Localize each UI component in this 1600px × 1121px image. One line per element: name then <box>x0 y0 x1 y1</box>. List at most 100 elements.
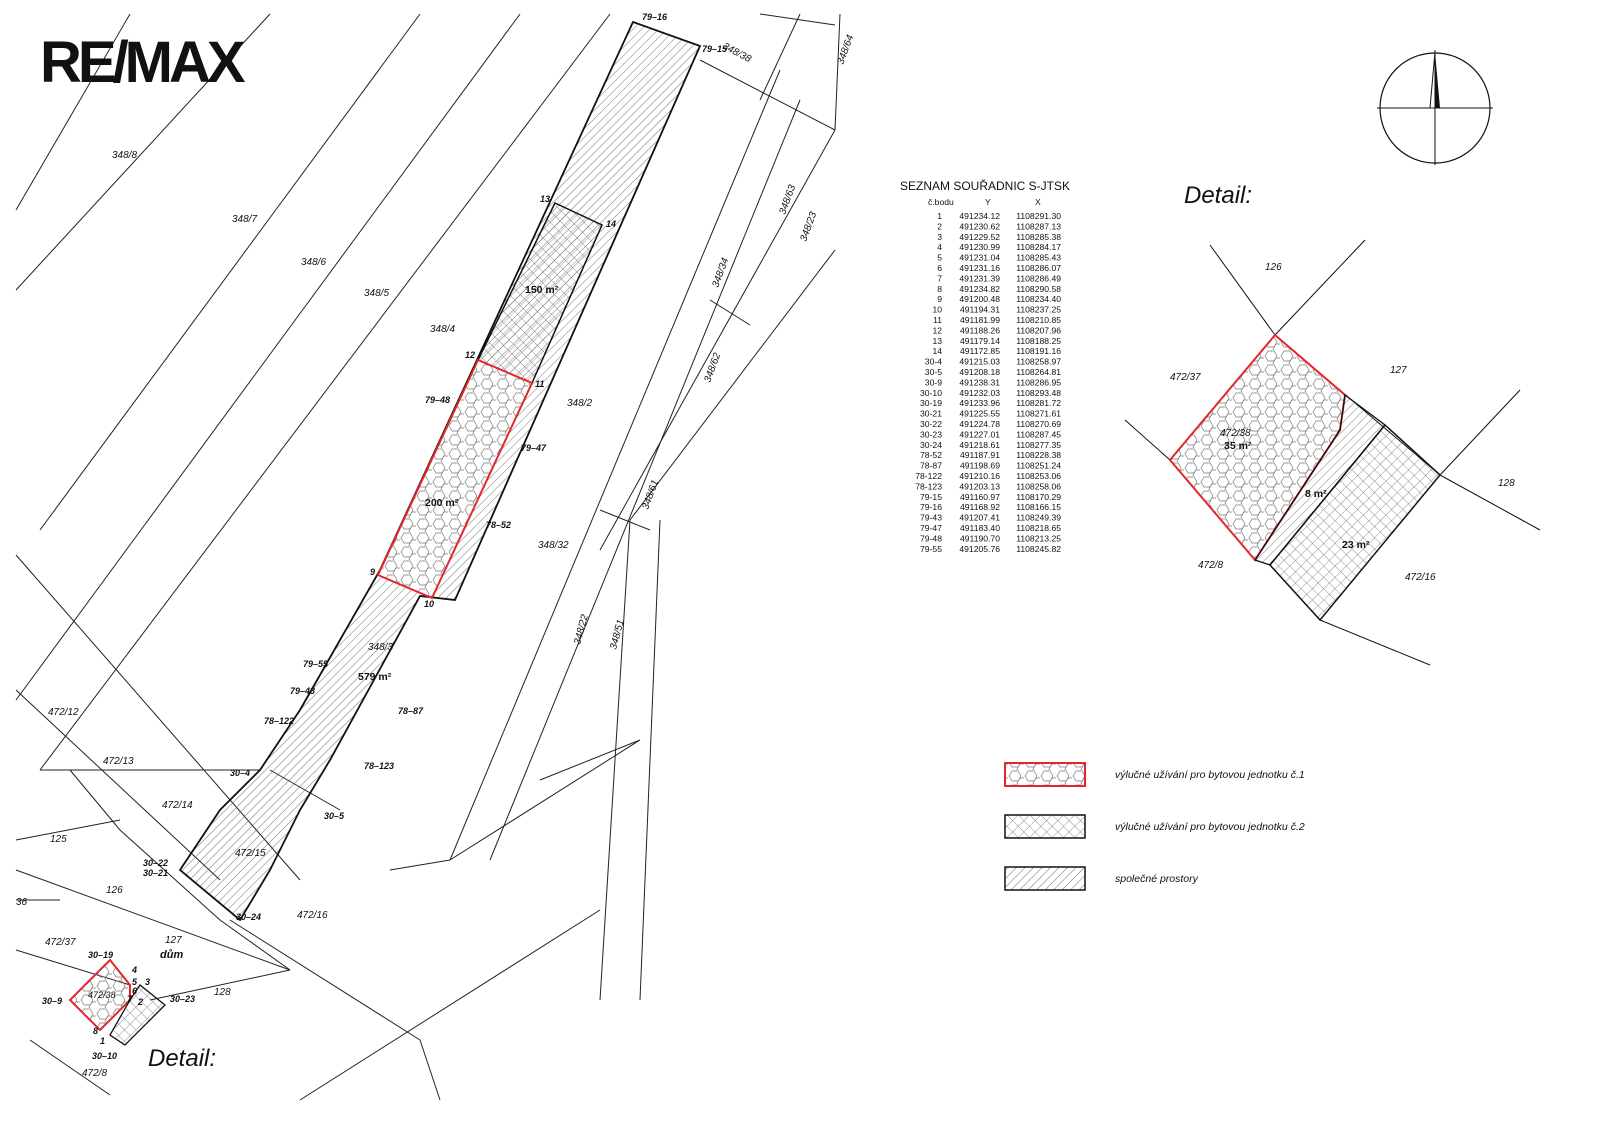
table-cell: 30-10 <box>920 388 942 398</box>
unit2-small[interactable] <box>109 984 166 1046</box>
point-label: 3 <box>145 977 150 987</box>
table-cell: 491198.69 <box>960 461 1000 471</box>
table-cell: 491218.61 <box>959 440 1000 450</box>
point-label: 30–10 <box>92 1051 117 1061</box>
table-cell: 79-15 <box>920 492 942 502</box>
table-cell: 491194.31 <box>960 305 1000 315</box>
table-cell: 491233.96 <box>959 398 1000 408</box>
table-title: SEZNAM SOUŘADNIC S-JTSK <box>900 178 1070 193</box>
detail-parcel-label: 127 <box>1390 365 1407 376</box>
table-cell: 491234.82 <box>959 284 1000 294</box>
point-label: 5 <box>132 977 138 987</box>
table-cell: 1108218.65 <box>1016 523 1061 533</box>
parcel-label: 472/12 <box>48 707 79 718</box>
area-label: 200 m² <box>425 497 459 509</box>
table-cell: 491200.48 <box>959 294 1000 304</box>
table-cell: 79-16 <box>920 502 942 512</box>
point-label: 9 <box>370 567 375 577</box>
table-cell: 12 <box>932 325 942 335</box>
table-cell: 1108290.58 <box>1016 284 1061 294</box>
table-cell: 30-24 <box>920 440 942 450</box>
parcel-label: 127 <box>165 935 182 946</box>
table-cell: 1108277.35 <box>1016 440 1061 450</box>
table-cell: 491208.18 <box>959 367 1000 377</box>
parcel-label: 472/38 <box>88 990 116 1000</box>
table-cell: 1108286.49 <box>1016 273 1061 283</box>
table-cell: 1108293.48 <box>1016 388 1061 398</box>
legend-swatch-unit1 <box>1004 762 1086 787</box>
remax-logo: RE/MAX <box>40 30 270 95</box>
table-cell: 79-47 <box>920 523 942 533</box>
parcel-label: 348/8 <box>112 150 137 161</box>
unit1-small[interactable] <box>68 958 131 1032</box>
table-cell: 10 <box>932 305 942 315</box>
table-cell: 1108251.24 <box>1016 461 1061 471</box>
table-cell: 491210.16 <box>959 471 1000 481</box>
parcel-label: 348/63 <box>777 183 798 216</box>
detail-unit2[interactable] <box>1269 423 1442 622</box>
parcel-label: 472/14 <box>162 800 193 811</box>
table-cell: 1108245.82 <box>1016 544 1061 554</box>
parcel-label: 348/32 <box>538 540 569 551</box>
point-label: 30–22 <box>143 858 168 868</box>
table-cell: 30-19 <box>920 398 942 408</box>
table-cell: 1108287.13 <box>1016 221 1061 231</box>
detail-parcel-label: 472/16 <box>1405 572 1436 583</box>
table-cell: 491224.78 <box>959 419 1000 429</box>
table-cell: 491172.85 <box>960 346 1000 356</box>
table-cell: 491160.97 <box>960 492 1000 502</box>
table-cell: 491183.40 <box>960 523 1000 533</box>
table-cell: 4 <box>937 242 942 252</box>
table-cell: 1108253.06 <box>1016 471 1061 481</box>
table-cell: 1108264.81 <box>1016 367 1061 377</box>
point-label: 6 <box>132 986 138 996</box>
table-cell: 491190.70 <box>960 533 1000 543</box>
parcel-label: 348/22 <box>572 613 591 646</box>
table-cell: 1108270.69 <box>1016 419 1061 429</box>
detail-parcel-label: 472/37 <box>1170 372 1201 383</box>
point-label: 10 <box>424 599 434 609</box>
parcel-label: 348/4 <box>430 324 455 335</box>
legend-label: výlučné užívání pro bytovou jednotku č.2 <box>1115 821 1305 833</box>
parcel-label: 126 <box>106 885 123 896</box>
table-cell: 1108258.06 <box>1016 481 1061 491</box>
table-cell: 1108291.30 <box>1016 211 1061 221</box>
table-cell: 491231.04 <box>959 253 1000 263</box>
table-cell: 30-4 <box>925 357 942 367</box>
detail-parcel-label: 128 <box>1498 478 1515 489</box>
table-cell: 79-43 <box>920 513 942 523</box>
legend: výlučné užívání pro bytovou jednotku č.1… <box>1004 762 1305 891</box>
table-cell: 11 <box>933 315 942 325</box>
table-cell: 1108170.29 <box>1016 492 1061 502</box>
point-label: 7 <box>127 994 133 1004</box>
legend-label: společné prostory <box>1115 873 1199 885</box>
parcel-label: 36 <box>16 897 28 908</box>
detail-parcel-label: 126 <box>1265 262 1282 273</box>
point-label: 30–5 <box>324 811 345 821</box>
table-cell: 2 <box>937 221 942 231</box>
area-label: 23 m² <box>1342 539 1370 551</box>
table-cell: 491227.01 <box>959 429 1000 439</box>
table-cell: 78-122 <box>915 471 942 481</box>
table-cell: 491232.03 <box>959 388 1000 398</box>
table-cell: 79-55 <box>920 544 942 554</box>
table-cell: 1108210.85 <box>1016 315 1061 325</box>
point-label: 30–21 <box>143 868 168 878</box>
point-label: 30–4 <box>230 768 250 778</box>
table-cell: 14 <box>932 346 942 356</box>
table-cell: 9 <box>937 294 942 304</box>
point-labels: 79–16 79–15 13 14 12 11 79–48 79–47 78–5… <box>42 12 728 1061</box>
point-label: 30–19 <box>88 950 113 960</box>
table-cell: 1108271.61 <box>1016 409 1061 419</box>
table-cell: 1108285.38 <box>1016 232 1061 242</box>
table-cell: 3 <box>937 232 942 242</box>
table-cell: 491181.99 <box>960 315 1000 325</box>
table-header: X <box>1035 197 1041 207</box>
point-label: 79–47 <box>521 443 547 453</box>
table-cell: 491230.99 <box>959 242 1000 252</box>
parcel-label: 348/3 <box>368 642 393 653</box>
table-cell: 1108237.25 <box>1016 305 1061 315</box>
parcel-label: 348/23 <box>798 210 819 243</box>
point-label: 30–9 <box>42 996 62 1006</box>
